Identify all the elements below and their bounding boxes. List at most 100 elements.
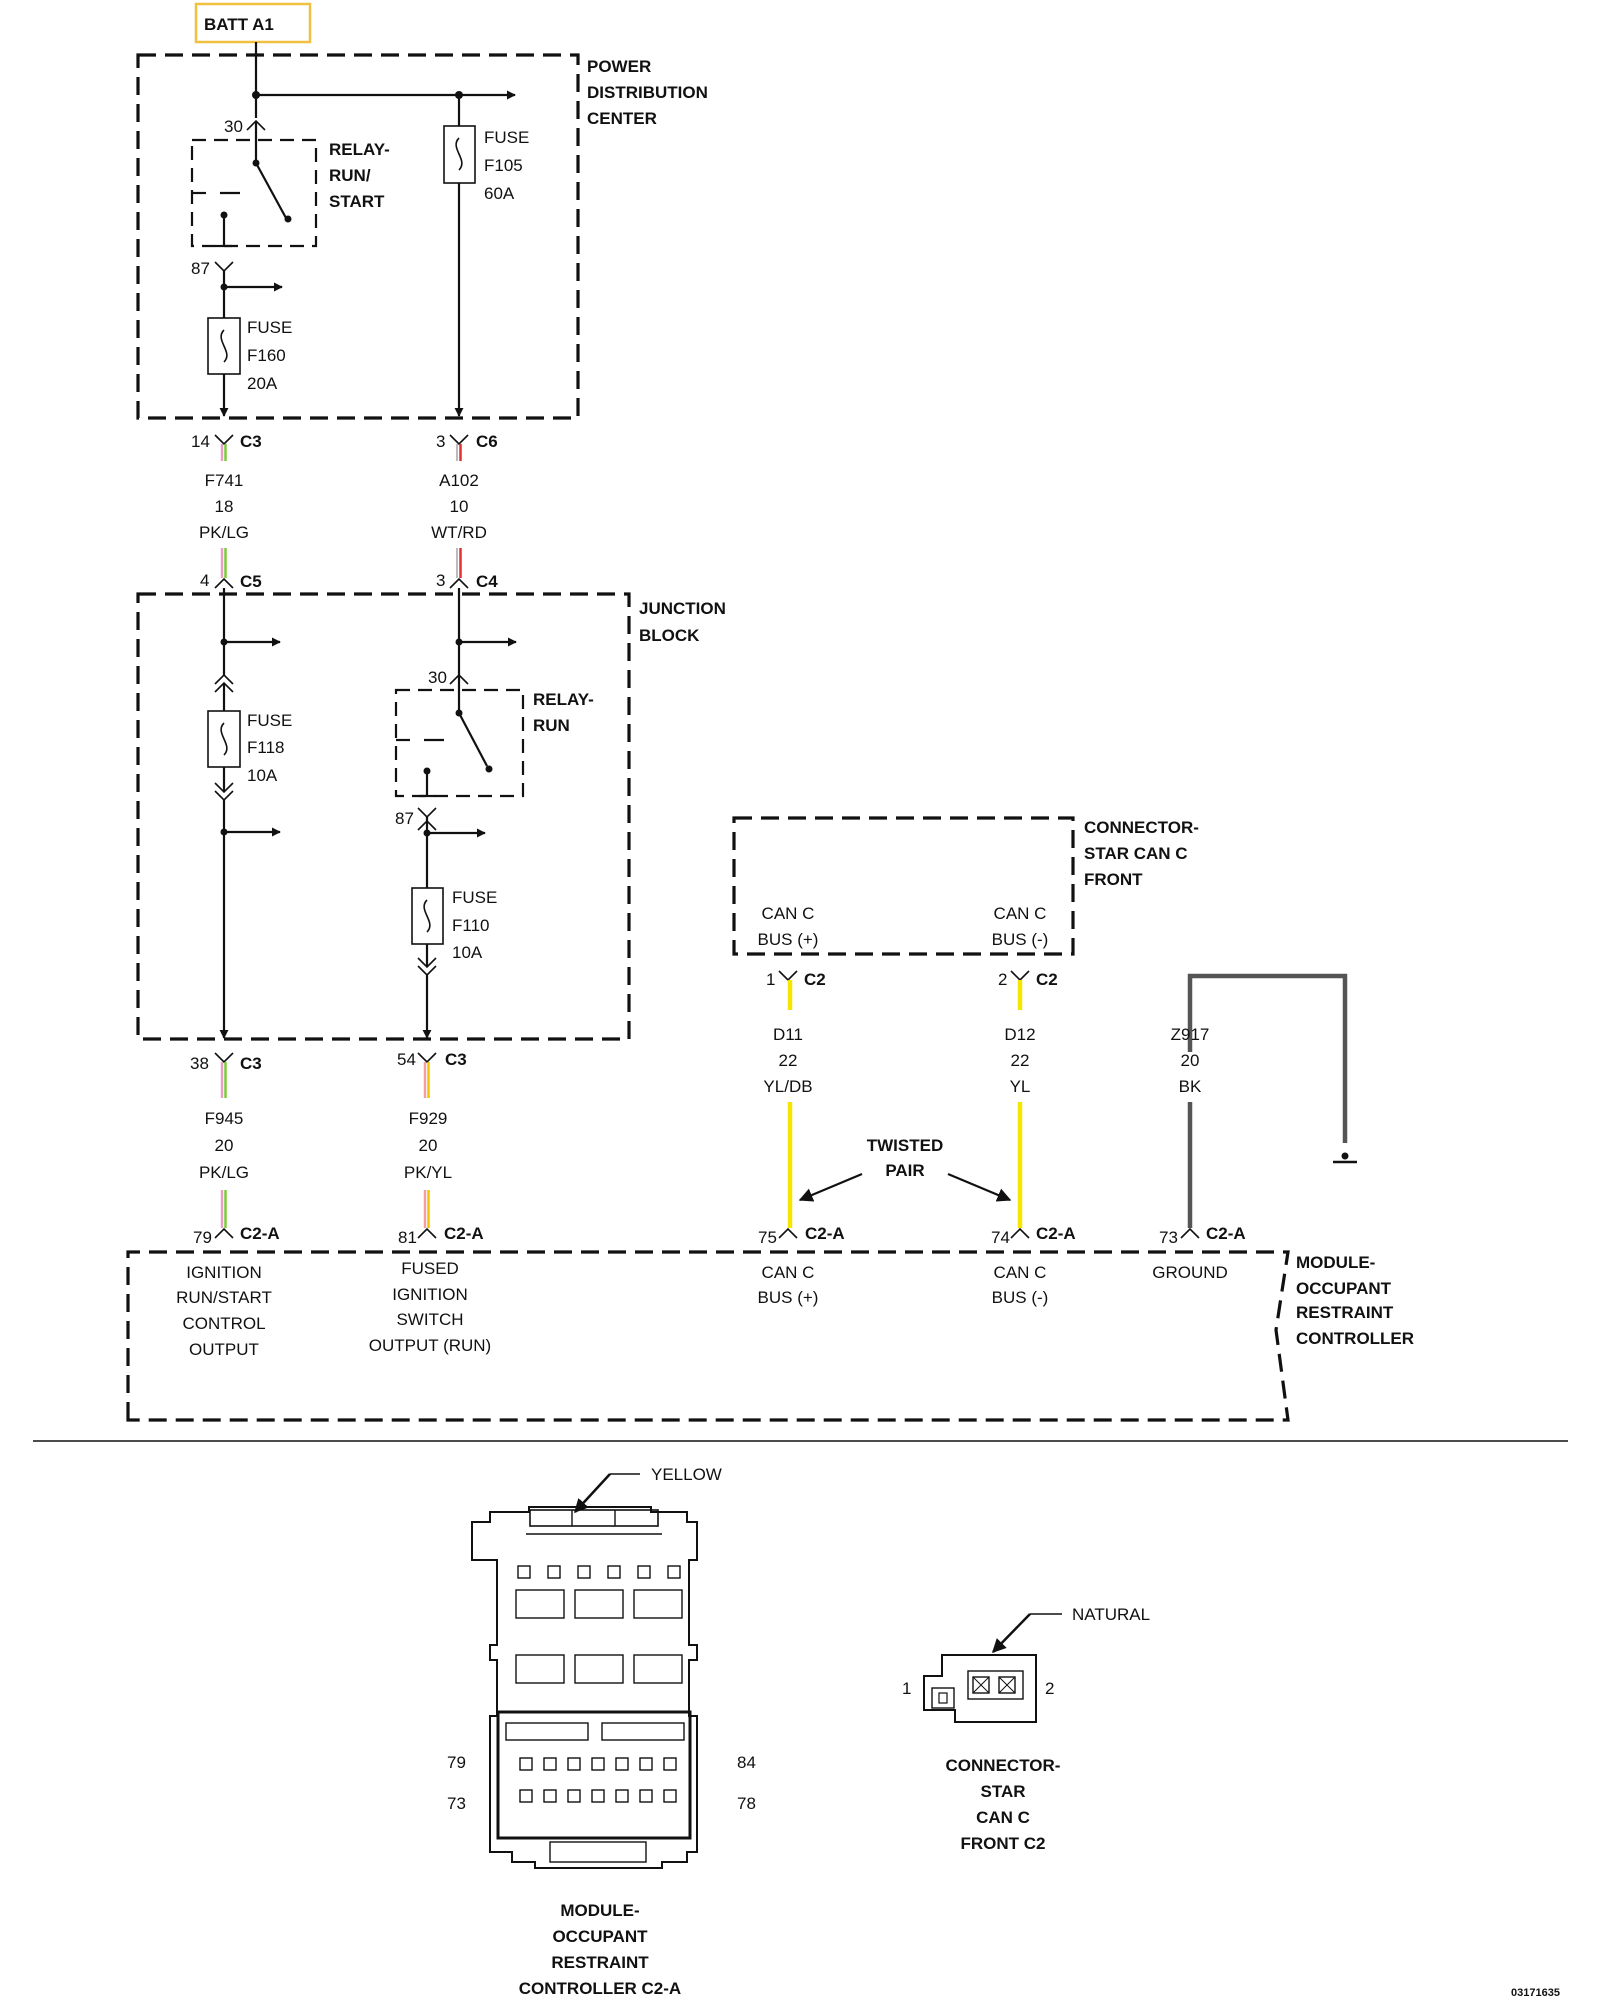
star-c2-caption-line-2: STAR [980,1782,1025,1801]
cavity [633,1654,683,1684]
jb-relay-title-1: RELAY- [533,690,594,709]
connector-c3-terminal [214,434,234,446]
f118-in-terminal [214,673,234,685]
orc-pin-79-line-2: RUN/START [176,1288,272,1307]
star-connector-outline [732,816,1075,956]
d11-top-conn: C2 [804,970,826,989]
wire-f741: 14 C3 F741 18 PK/LG 4 C5 [191,432,262,591]
jb-title-line-1: JUNCTION [639,599,726,618]
cavity [543,1789,557,1803]
relay-contact [284,215,292,223]
connector-star-can-c-front: CONNECTOR- STAR CAN C FRONT CAN C BUS (+… [732,816,1199,956]
connector-c2a-terminal [214,1227,234,1239]
c2a-caption-line-3: RESTRAINT [551,1953,649,1972]
f945-bottom-conn: C2-A [240,1224,280,1243]
c2a-housing [471,1506,698,1869]
fuse-f105-element [455,137,463,171]
cavity [615,1757,629,1771]
twisted-pair-line-2: PAIR [885,1161,924,1180]
f945-top-pin: 38 [190,1054,209,1073]
connector-star-c2-face-view: NATURAL 1 2 CONNECTOR- STAR CAN C FRONT … [902,1605,1150,1853]
fuse-f110-line-1: FUSE [452,888,497,907]
cavity [663,1789,677,1803]
connector-c5-terminal [214,577,234,589]
z917-ground-run [1187,973,1348,1143]
wire-z917: Z917 20 BK 73 C2-A [1159,973,1357,1247]
splice-dot [220,828,228,836]
cavity [515,1589,565,1619]
cavity [547,1565,561,1579]
orc-pin-79-line-1: IGNITION [186,1263,262,1282]
fuse-f160-line-1: FUSE [247,318,292,337]
f929-top-pin: 54 [397,1050,416,1069]
connector-c4-terminal [449,577,469,589]
fuse-f160-line-2: F160 [247,346,286,365]
occupant-restraint-controller: MODULE- OCCUPANT RESTRAINT CONTROLLER IG… [126,1250,1414,1422]
splice-dot [220,283,228,291]
d12-bottom-pin: 74 [991,1228,1010,1247]
batt-a1-box [194,2,312,44]
connector-c6-terminal [449,434,469,446]
star-c2-cavity-1-cross [972,1676,990,1694]
connector-c2a-terminal [1180,1227,1200,1239]
relay-contact [485,765,493,773]
jb-relay-title-2: RUN [533,716,570,735]
junction-block-outline [136,592,631,1041]
d11-circuit: D11 [773,1025,803,1044]
c2a-caption-line-2: OCCUPANT [552,1927,648,1946]
relay-contact [252,159,260,167]
d12-top-conn: C2 [1036,970,1058,989]
c2a-pin-78: 78 [737,1794,756,1813]
orc-pin-75-line-2: BUS (+) [758,1288,819,1307]
star-c2-cavity-2-cross [998,1676,1016,1694]
cavity [543,1757,557,1771]
jb-relay-pin-87-terminal [417,807,437,819]
f929-bottom-conn: C2-A [444,1224,484,1243]
star-c2-caption-line-3: CAN C [976,1808,1030,1827]
f741-bottom-conn: C5 [240,572,262,591]
a102-gauge: 10 [450,497,469,516]
wire-f929: 54 C3 F929 20 PK/YL 81 C2-A [397,1050,484,1247]
d11-color-code: YL/DB [763,1077,812,1096]
c2a-bottom-tab [549,1841,647,1863]
connector-c2a-face-view: YELLOW 79 73 84 78 MODULE- OCCUPANT REST… [447,1465,756,1998]
relay-run-outline [394,688,525,798]
cavity [567,1789,581,1803]
f945-gauge: 20 [215,1136,234,1155]
z917-gauge: 20 [1181,1051,1200,1070]
pdc-relay-title-2: RUN/ [329,166,371,185]
f945-top-conn: C3 [240,1054,262,1073]
z917-circuit: Z917 [1171,1025,1210,1044]
cavity [519,1757,533,1771]
fuse-f110-line-3: 10A [452,943,483,962]
star-title-line-1: CONNECTOR- [1084,818,1199,837]
figure-id: 03171635 [1511,1987,1560,1999]
cavity [567,1757,581,1771]
c2a-pin-79: 79 [447,1753,466,1772]
orc-title-line-2: OCCUPANT [1296,1279,1392,1298]
relay-switch-blade [255,162,287,219]
f118-out-terminal [214,782,234,794]
c2a-pin-73: 73 [447,1794,466,1813]
f945-bottom-pin: 79 [193,1228,212,1247]
junction-block: JUNCTION BLOCK FUSE F118 10A 30 [136,588,726,1041]
d12-top-pin: 2 [998,970,1007,989]
cavity [637,1565,651,1579]
star-c2-cavity-2 [998,1676,1016,1694]
cavity [591,1789,605,1803]
connector-c2a-terminal [417,1227,437,1239]
twisted-pair-arrow-left [798,1172,863,1202]
c2a-color-label: YELLOW [651,1465,722,1484]
orc-pin-79-line-4: OUTPUT [189,1340,259,1359]
fuse-f105-line-2: F105 [484,156,523,175]
star-c2-color-label: NATURAL [1072,1605,1150,1624]
z917-bottom-pin: 73 [1159,1228,1178,1247]
d12-circuit: D12 [1004,1025,1035,1044]
cavity [577,1565,591,1579]
connector-c3-terminal [214,1052,234,1064]
star-c2-cavity-1 [972,1676,990,1694]
star-c2-latch [931,1687,955,1709]
wire-a102: 3 C6 A102 10 WT/RD 3 C4 [431,432,498,591]
orc-pin-81-line-2: IGNITION [392,1285,468,1304]
a102-top-pin: 3 [436,432,445,451]
